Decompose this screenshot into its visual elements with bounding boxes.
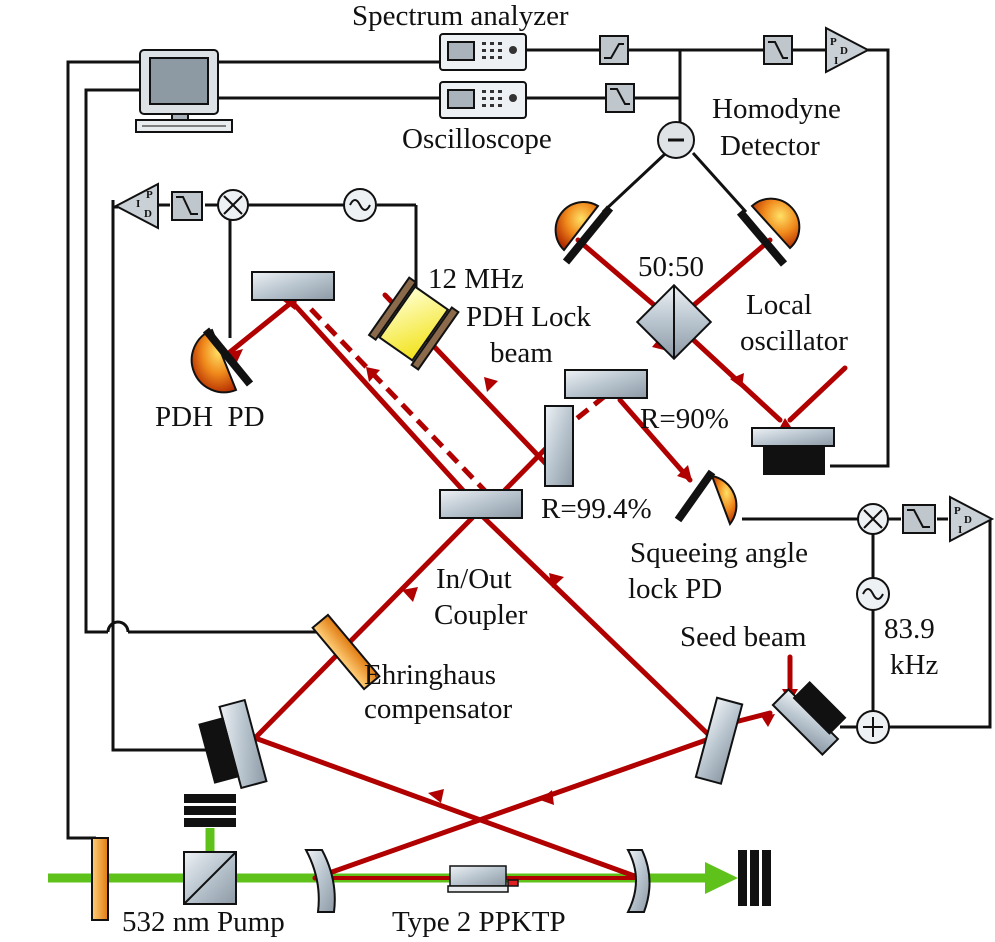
arrow-2 <box>549 573 564 588</box>
pdh-lock-label-2: beam <box>490 337 553 369</box>
arrow-6 <box>484 377 498 392</box>
arrow-3 <box>428 789 444 803</box>
filter-icons <box>171 35 936 534</box>
pump-label: 532 nm Pump <box>122 906 285 938</box>
pdh-steering-mirror <box>251 271 335 301</box>
local-oscillator-label-2: oscillator <box>740 325 848 357</box>
spectrum-analyzer-label: Spectrum analyzer <box>352 0 569 32</box>
ppktp-label: Type 2 PPKTP <box>392 906 566 938</box>
inout-coupler-label-2: Coupler <box>434 599 528 631</box>
mirror-icons <box>198 271 847 913</box>
freq-12mhz-label: 12 MHz <box>428 263 524 295</box>
ratio-5050-label: 50:50 <box>638 251 704 283</box>
arrow-14 <box>761 714 775 727</box>
mixer-oscillator-icons <box>217 121 890 744</box>
svg-text:D: D <box>964 514 972 526</box>
pdh-lock-label-1: PDH Lock <box>466 301 591 333</box>
freq-839-label-2: kHz <box>890 649 938 681</box>
beam-dump-icons <box>184 794 771 906</box>
svg-text:I: I <box>136 198 140 210</box>
inout-coupler-label-1: In/Out <box>436 563 512 595</box>
pdh-pd-label: PDH PD <box>155 401 265 433</box>
svg-text:P: P <box>954 505 961 517</box>
arrow-1 <box>402 587 418 602</box>
arrow-5 <box>366 367 380 382</box>
beamsplitter-icons <box>183 283 713 905</box>
curved-mirror-left <box>304 849 336 913</box>
left-cavity-mirror <box>198 698 268 790</box>
seed-mirror <box>771 680 847 756</box>
svg-text:I: I <box>958 524 962 536</box>
local-oscillator-label-1: Local <box>746 289 812 321</box>
ehringhaus-label-1: Ehringhaus <box>364 659 496 691</box>
inout-coupler-mirror <box>439 489 523 519</box>
svg-text:I: I <box>834 55 838 67</box>
r994-mirror <box>544 405 574 487</box>
right-cavity-mirror <box>694 696 744 785</box>
svg-text:P: P <box>830 36 837 48</box>
computer-icon <box>135 49 233 133</box>
5050-beamsplitter <box>635 283 713 361</box>
ppktp-crystal-icon <box>447 865 519 893</box>
r90-label: R=90% <box>640 403 729 435</box>
arrow-4 <box>540 790 554 805</box>
svg-text:D: D <box>144 208 152 220</box>
arrow-11 <box>677 465 692 481</box>
oscilloscope-label: Oscilloscope <box>402 123 552 155</box>
curved-mirror-right <box>626 849 651 913</box>
arrow-10 <box>228 349 243 362</box>
r994-label: R=99.4% <box>541 493 652 525</box>
homodyne-label-1: Homodyne <box>712 93 841 125</box>
spectrum-analyzer-icon <box>439 33 527 71</box>
squeeze-pd-label-1: Squeeing angle <box>630 537 808 569</box>
homodyne-label-2: Detector <box>720 130 820 162</box>
ehringhaus-label-2: compensator <box>364 693 513 725</box>
oscilloscope-icon <box>439 81 527 119</box>
r90-mirror <box>564 369 648 399</box>
svg-text:P: P <box>146 189 153 201</box>
arrow-8 <box>730 373 744 388</box>
squeeze-pd-label-2: lock PD <box>628 573 722 605</box>
eom-icon <box>367 276 460 371</box>
photodiode-icons <box>190 197 801 527</box>
svg-text:D: D <box>840 45 848 57</box>
ehringhaus-compensator-icon <box>311 613 381 691</box>
pdi-amplifier-icons <box>113 26 995 543</box>
seed-beam-label: Seed beam <box>680 621 807 653</box>
signal-wires <box>66 48 992 840</box>
pump-waveplate-icon <box>91 837 109 921</box>
freq-839-label-1: 83.9 <box>884 613 935 645</box>
